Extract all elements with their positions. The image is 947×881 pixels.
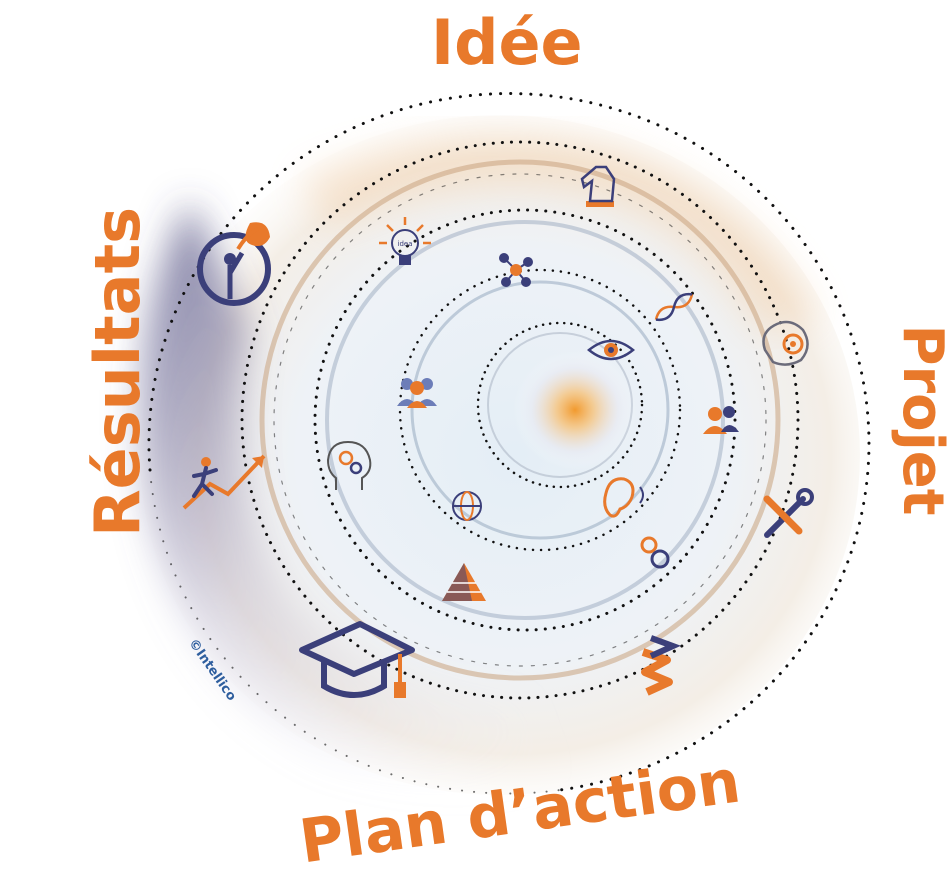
dotted-rings [147,92,871,795]
dna-icon [654,292,694,322]
title-projet: Projet [890,324,947,516]
spiral-center [513,350,637,470]
pyramid-icon [442,563,486,601]
ear-icon [603,477,644,518]
head-gears-icon [326,440,372,490]
ribbon-arrow-icon [641,635,681,696]
brain-gear-icon [762,320,809,366]
svg-text:idea: idea [398,240,413,248]
title-resultats: Résultats [81,206,154,538]
team-icon [397,378,437,408]
spiral-rings [259,159,781,681]
molecule-icon [499,253,533,287]
lightbulb-icon: idea [379,217,431,265]
climbing-growth-icon [182,454,266,510]
gears-icon [640,536,670,569]
globe-icon [452,491,482,521]
graduation-cap-icon [299,621,415,698]
eye-icon [587,339,635,361]
title-idee: Idée [431,6,583,79]
leaf-hand-icon [197,222,271,306]
tools-icon [763,488,814,538]
spiral-background [140,115,860,795]
people-icon [703,406,739,434]
chess-knight-icon [580,165,616,207]
